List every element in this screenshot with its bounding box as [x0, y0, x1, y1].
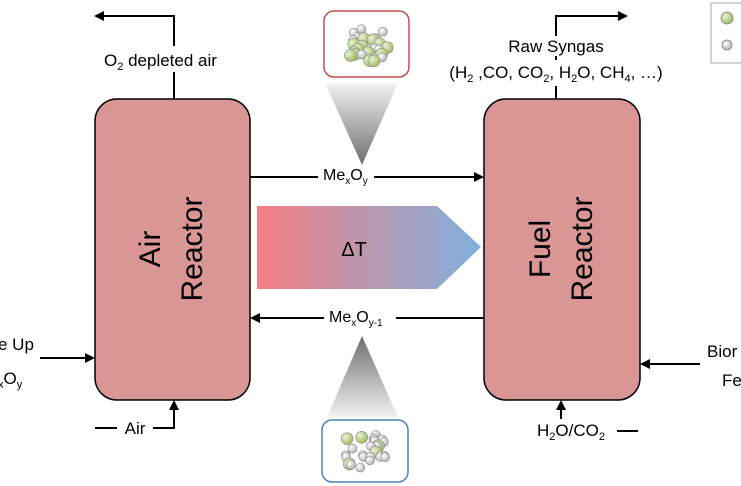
oxidized-carrier-label: MexOy: [323, 167, 368, 187]
legend-grey-particle: [721, 39, 733, 51]
fuel-reactor-label-1: Fuel: [524, 220, 557, 278]
oxygen-particle-icon: [378, 26, 388, 37]
oxygen-particle-icon: [355, 462, 366, 473]
oxygen-particle-icon: [357, 49, 367, 60]
delta-t-label: ΔT: [341, 239, 367, 261]
oxidized-particle-cluster: [344, 24, 394, 68]
metal-particle-icon: [355, 430, 369, 444]
steam-co2-label: H2O/CO2: [537, 421, 605, 443]
air-inlet-label: Air: [125, 419, 146, 438]
syngas-outlet-arrow: [555, 11, 628, 99]
biomass-label-line2: Fe: [722, 371, 741, 390]
reduced-zoom-cone: [327, 336, 398, 417]
legend-green-particle: [720, 11, 734, 25]
metal-particle-icon: [344, 49, 357, 62]
reduced-particle-cluster: [340, 430, 391, 473]
air-reactor-label-2: Reactor: [176, 196, 209, 301]
oxidized-zoom-cone: [325, 83, 398, 165]
oxygen-particle-icon: [365, 455, 375, 466]
oxygen-particle-icon: [347, 443, 358, 454]
makeup-label-line1: e Up: [0, 335, 34, 354]
syngas-composition-label: (H2 ,CO, CO2, H2O, CH4, …): [449, 63, 662, 85]
heat-transfer-arrow: [257, 206, 481, 289]
metal-particle-icon: [367, 54, 381, 68]
metal-particle-icon: [340, 432, 354, 446]
fuel-reactor-label-2: Reactor: [566, 196, 599, 301]
air-reactor-label-1: Air: [134, 231, 167, 268]
air-reactor: [94, 98, 251, 401]
makeup-label-line2: xOy: [0, 369, 23, 391]
oxygen-particle-icon: [346, 459, 356, 470]
oxygen-particle-icon: [380, 452, 391, 463]
biomass-label-line1: Bior: [707, 342, 738, 361]
raw-syngas-label: Raw Syngas: [508, 37, 603, 56]
reduced-carrier-label: MexOy-1: [329, 309, 383, 329]
depleted-air-label: O2 depleted air: [104, 51, 217, 73]
fuel-reactor: [483, 98, 641, 401]
